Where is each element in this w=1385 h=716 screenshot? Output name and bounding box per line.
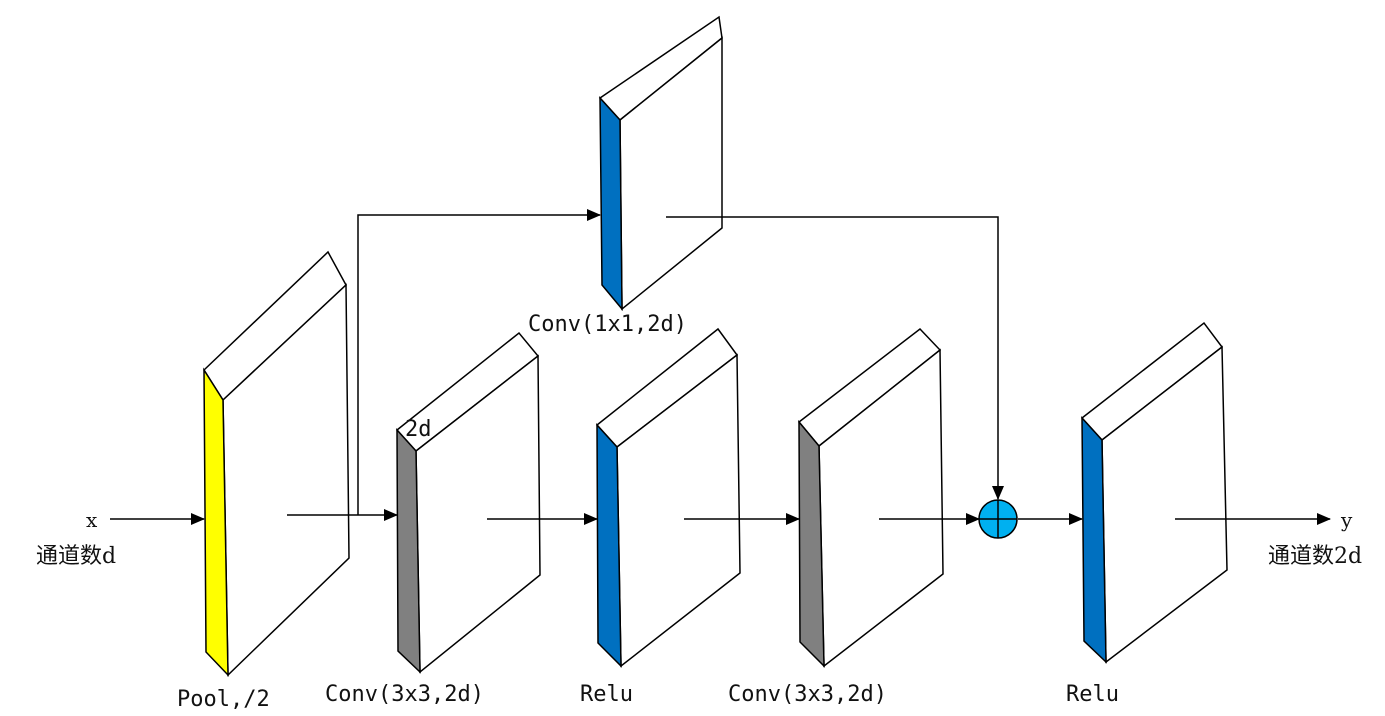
connectors bbox=[110, 209, 1331, 525]
arrow-shortcut-branch bbox=[357, 209, 601, 515]
conv1-depth-note: 2d bbox=[405, 417, 432, 442]
relu1-face bbox=[596, 423, 622, 668]
conv2-block bbox=[797, 327, 944, 668]
plus-circle-icon bbox=[978, 499, 1018, 539]
conv1-label: Conv(3x3,2d) bbox=[325, 682, 484, 707]
relu1-block bbox=[595, 327, 741, 668]
input-channels: 通道数d bbox=[36, 544, 116, 569]
shortcut-conv-block bbox=[598, 15, 723, 312]
conv2-face bbox=[798, 419, 825, 668]
conv2-label: Conv(3x3,2d) bbox=[728, 682, 887, 707]
relu1-label: Relu bbox=[580, 682, 633, 707]
input-symbol: x bbox=[86, 508, 98, 532]
shortcut-label: Conv(1x1,2d) bbox=[528, 312, 687, 337]
shortcut-face bbox=[599, 96, 623, 312]
pool-block bbox=[203, 250, 350, 677]
pool-label: Pool,/2 bbox=[177, 687, 270, 712]
conv1-face bbox=[396, 428, 421, 674]
output-symbol: y bbox=[1340, 508, 1353, 532]
output-channels: 通道数2d bbox=[1268, 544, 1362, 569]
conv1-block bbox=[395, 331, 541, 674]
arrow-shortcut-to-add bbox=[666, 216, 1004, 500]
relu2-label: Relu bbox=[1066, 682, 1119, 707]
relu2-block bbox=[1080, 321, 1228, 664]
pool-face bbox=[203, 367, 229, 677]
relu2-face bbox=[1081, 416, 1107, 664]
